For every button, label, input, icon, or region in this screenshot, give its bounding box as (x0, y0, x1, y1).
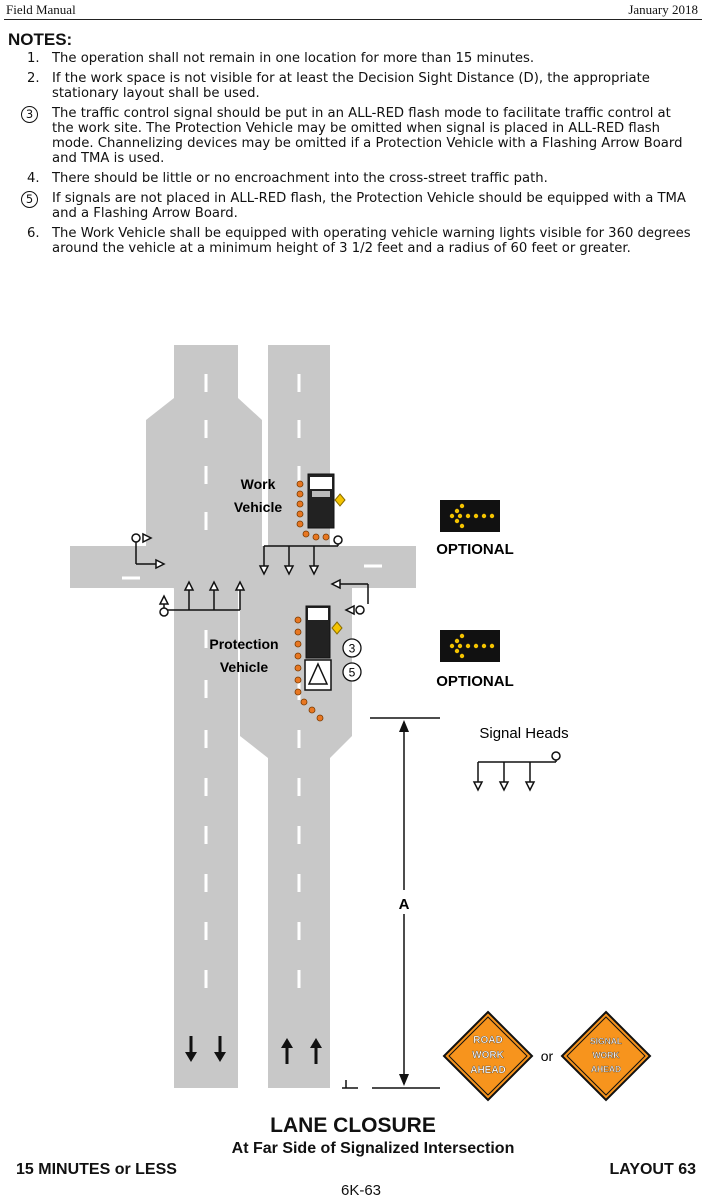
note-markers: 3 5 (342, 638, 362, 682)
note-number: 1. (27, 51, 40, 66)
signal-heads-legend-icon (472, 751, 561, 792)
right-roadway (240, 345, 352, 1088)
flashing-arrow-icon (449, 633, 495, 659)
sign-1-line-3: AHEAD (470, 1065, 506, 1076)
signal-heads-label: Signal Heads (479, 725, 568, 742)
sign-2-line-2: WORK (593, 1050, 621, 1060)
work-vehicle (307, 473, 346, 529)
optional-label-1: OPTIONAL (436, 541, 514, 558)
signal-heads (131, 532, 369, 617)
tma-icon (307, 662, 329, 685)
note-item: 2. If the work space is not visible for a… (20, 71, 696, 101)
sign-2-line-3: AHEAD (591, 1064, 621, 1074)
signal-head-icon (131, 532, 166, 570)
marker-5 (342, 662, 362, 682)
note-number: 6. (27, 226, 40, 241)
roadway (70, 345, 416, 1088)
distance-dimension (342, 717, 440, 1089)
down-arrow-icon (214, 1036, 226, 1062)
marker-3 (342, 638, 362, 658)
sign-or-label: or (541, 1048, 554, 1064)
optional-label-2: OPTIONAL (436, 673, 514, 690)
notes-title: NOTES: (8, 30, 73, 49)
lane-markings (122, 374, 382, 988)
work-vehicle-label-1: Work (241, 476, 276, 492)
note-text: There should be little or no encroachmen… (52, 171, 548, 186)
note-text: If the work space is not visible for at … (52, 71, 650, 101)
note-text: If signals are not placed in ALL-RED fla… (52, 191, 686, 221)
sign-1-line-2: WORK (472, 1050, 504, 1061)
duration-label: 15 MINUTES or LESS (16, 1161, 177, 1178)
page-number: 6K-63 (340, 1182, 382, 1199)
channelizing-devices (294, 480, 330, 722)
layout-title: LANE CLOSURE (270, 1114, 436, 1137)
cross-street (70, 546, 416, 588)
note-item: 4. There should be little or no encroachm… (20, 171, 696, 186)
warning-light-icon (331, 621, 343, 635)
up-arrow-icon (310, 1038, 322, 1064)
note-text: The traffic control signal should be put… (52, 106, 683, 166)
left-roadway (146, 345, 262, 1088)
layout-subtitle: At Far Side of Signalized Intersection (231, 1140, 515, 1157)
marker-5-label: 5 (349, 666, 356, 680)
down-arrow-icon (185, 1036, 197, 1062)
note-number: 2. (27, 71, 40, 86)
arrow-board-1 (440, 500, 500, 532)
note-text: The operation shall not remain in one lo… (52, 51, 535, 66)
protection-vehicle-label-2: Vehicle (220, 659, 268, 675)
header-right: January 2018 (628, 2, 698, 17)
note-text: The Work Vehicle shall be equipped with … (52, 226, 691, 256)
protection-vehicle (304, 605, 343, 691)
header-rule (4, 19, 702, 20)
header-left: Field Manual (6, 2, 76, 17)
flashing-arrow-icon (449, 503, 495, 529)
note-number: 3 (20, 106, 52, 166)
road-work-ahead-sign: ROAD WORK AHEAD (442, 1010, 534, 1102)
up-arrow-icon (281, 1038, 293, 1064)
signal-head-icon (330, 578, 369, 616)
arrow-board-2 (440, 630, 500, 662)
protection-vehicle-label-1: Protection (209, 636, 278, 652)
sign-1-line-1: ROAD (473, 1035, 502, 1046)
note-item: 6. The Work Vehicle shall be equipped wit… (20, 226, 696, 256)
signal-work-ahead-sign: SIGNAL WORK AHEAD (560, 1010, 652, 1102)
distance-label: A (399, 896, 410, 913)
note-number: 4. (27, 171, 40, 186)
marker-3-label: 3 (349, 642, 356, 656)
signal-head-icon (258, 535, 343, 576)
sign-2-line-1: SIGNAL (590, 1036, 622, 1046)
direction-arrows (185, 1036, 322, 1064)
note-item: 1. The operation shall not remain in one … (20, 51, 696, 66)
notes-list: 1. The operation shall not remain in one … (20, 51, 696, 261)
work-vehicle-label-2: Vehicle (234, 499, 282, 515)
warning-light-icon (334, 493, 346, 507)
signal-head-icon (158, 580, 246, 617)
layout-number: LAYOUT 63 (609, 1161, 696, 1178)
note-number: 5 (20, 191, 52, 221)
